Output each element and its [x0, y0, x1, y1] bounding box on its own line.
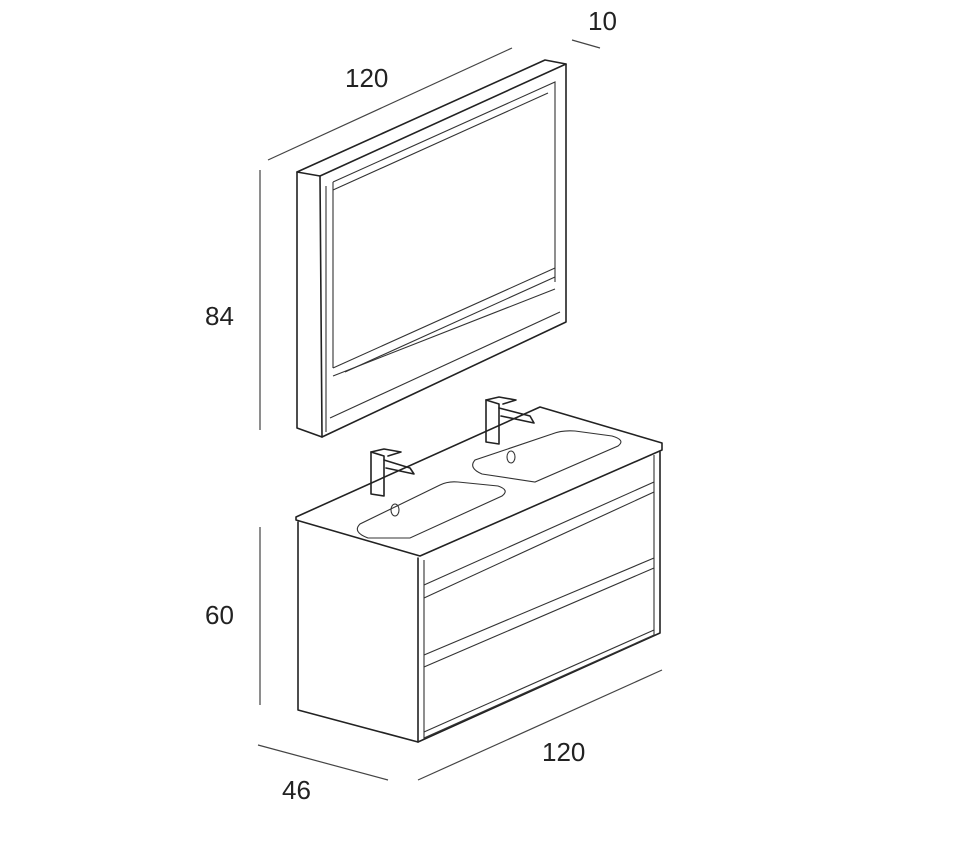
right-basin	[472, 430, 622, 483]
dimension-lines	[257, 39, 663, 781]
mirror-cabinet	[296, 59, 567, 438]
mirror-height-label: 84	[205, 301, 234, 331]
cabinet-depth-label: 46	[282, 775, 311, 805]
vanity-unit	[295, 396, 663, 743]
mirror-width-label: 120	[345, 63, 389, 93]
right-drain	[506, 450, 516, 464]
left-basin	[356, 481, 506, 539]
mirror-depth-label: 10	[588, 6, 617, 36]
cabinet-width-label: 120	[542, 737, 586, 767]
cabinet-height-label: 60	[205, 600, 234, 630]
left-faucet	[370, 448, 415, 497]
left-drain	[390, 503, 400, 517]
right-faucet	[485, 396, 535, 445]
